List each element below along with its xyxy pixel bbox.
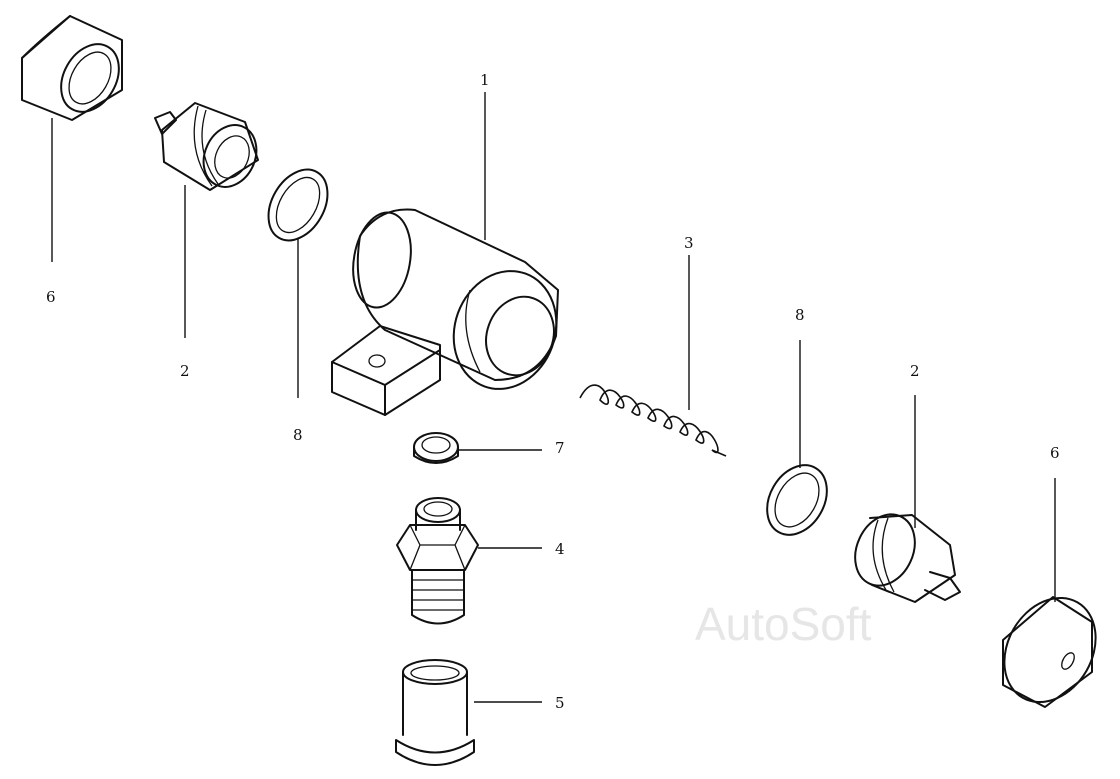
label-4: 4 xyxy=(555,540,565,558)
part-4-fitting xyxy=(396,497,479,625)
leader-lines xyxy=(51,92,1056,703)
label-8-left: 8 xyxy=(293,426,303,444)
part-6-cap-left xyxy=(21,15,123,121)
watermark: AutoSoft xyxy=(695,598,872,650)
part-2-piston-right xyxy=(854,513,961,603)
part-6-cap-right xyxy=(1002,596,1097,708)
part-7-washer xyxy=(413,432,459,464)
part-1-valve-body xyxy=(331,208,559,416)
label-7: 7 xyxy=(555,439,565,457)
part-3-spring xyxy=(579,384,727,457)
part-2-piston-left xyxy=(154,102,259,191)
label-5: 5 xyxy=(555,694,565,712)
label-2-left: 2 xyxy=(180,362,190,380)
label-8-right: 8 xyxy=(795,306,805,324)
label-2-right: 2 xyxy=(910,362,920,380)
part-8-ring-left xyxy=(267,168,329,242)
part-8-ring-right xyxy=(766,464,828,536)
label-6-right: 6 xyxy=(1050,444,1060,462)
label-1: 1 xyxy=(480,71,490,89)
label-6-left: 6 xyxy=(46,288,56,306)
part-5-bushing xyxy=(395,659,475,766)
label-3: 3 xyxy=(684,234,694,252)
